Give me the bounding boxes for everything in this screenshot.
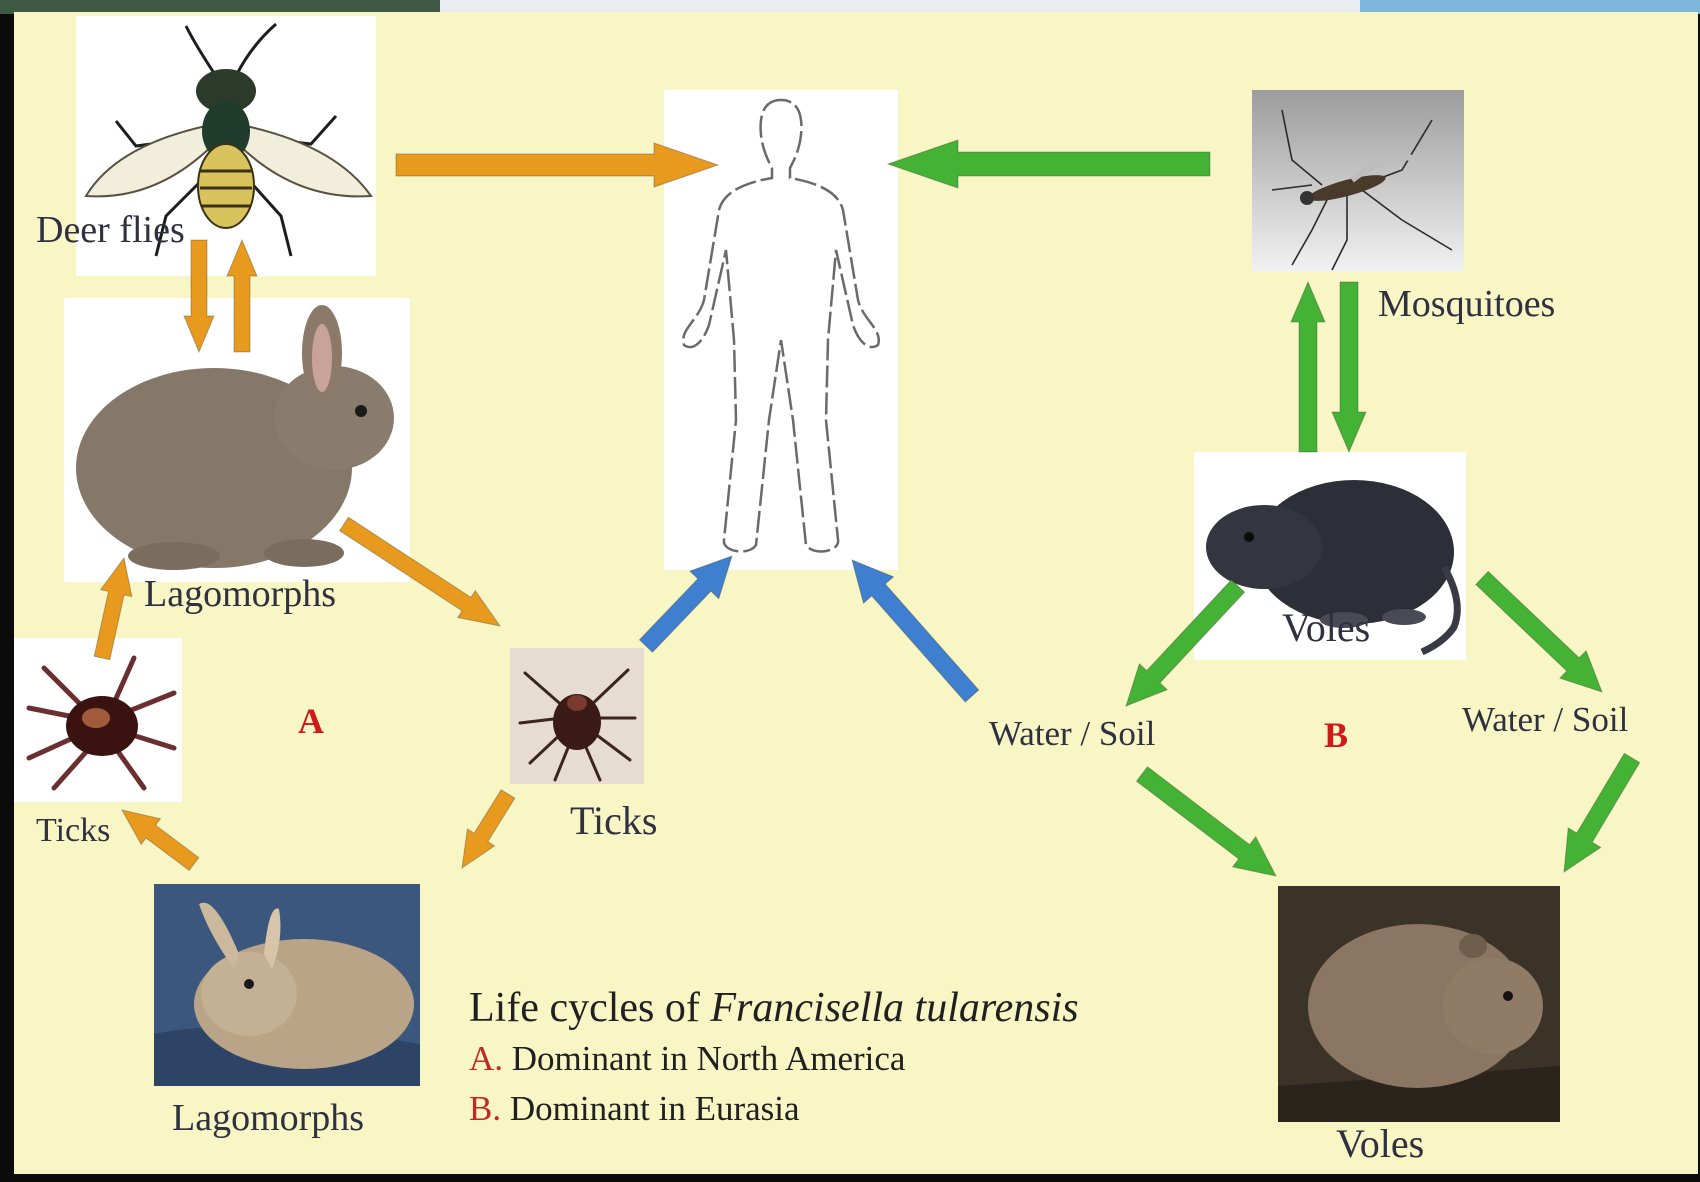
vole-bottom-image [1278,886,1560,1122]
human-outline-icon [664,90,898,570]
arrow-mosquitoes-to-human [888,140,1210,188]
label-mosquitoes: Mosquitoes [1378,282,1555,326]
caption-line-b: B. Dominant in Eurasia [469,1084,1079,1134]
arrow-mosquitoes-to-voles [1332,282,1366,452]
caption-key-a: A. [469,1039,503,1078]
caption-text-a: Dominant in North America [503,1039,905,1078]
caption-title-prefix: Life cycles of [469,985,710,1031]
arrow-water-soil-left-to-voles [1137,767,1277,876]
tick-icon [14,638,182,802]
arrow-voles-to-mosquitoes [1291,282,1325,452]
label-water-soil-right: Water / Soil [1462,700,1628,740]
mosquito-icon [1252,90,1464,272]
cycle-a-marker: A [298,700,324,742]
label-voles-top: Voles [1282,604,1370,651]
caption-title: Life cycles of Francisella tularensis [469,982,1079,1034]
caption-key-b: B. [469,1089,501,1128]
human-image [664,90,898,570]
tick-center-image [510,648,644,784]
vole-icon [1278,886,1560,1122]
label-voles-bottom: Voles [1336,1120,1424,1167]
label-deer-flies: Deer flies [36,208,185,252]
label-ticks-center: Ticks [570,797,657,844]
arrow-water-soil-to-human [852,560,979,702]
rabbit-icon [64,298,410,582]
cycle-b-marker: B [1324,714,1348,756]
mosquito-image [1252,90,1464,272]
tick-left-image [14,638,182,802]
arrow-ticks-to-human [640,556,733,652]
arrow-water-soil-right-to-voles [1564,753,1640,872]
caption: Life cycles of Francisella tularensis A.… [469,982,1079,1134]
label-lagomorphs-top: Lagomorphs [144,572,336,616]
caption-line-a: A. Dominant in North America [469,1034,1079,1084]
label-water-soil-left: Water / Soil [989,714,1155,754]
rabbit-icon [154,884,420,1086]
diagram-panel: Deer flies Lagomorphs Ticks Ticks Lagomo… [14,12,1698,1174]
tick-icon [510,648,644,784]
lagomorph-top-image [64,298,410,582]
caption-species-name: Francisella tularensis [710,985,1078,1031]
caption-text-b: Dominant in Eurasia [501,1089,799,1128]
arrow-ticks-center-to-lagomorphs-bottom [462,790,515,868]
label-ticks-left: Ticks [36,812,110,850]
arrow-voles-to-water-soil-right [1476,572,1602,693]
lagomorph-bottom-image [154,884,420,1086]
label-lagomorphs-bottom: Lagomorphs [172,1096,364,1140]
arrow-lagomorphs-bottom-to-ticks-left [122,810,199,870]
